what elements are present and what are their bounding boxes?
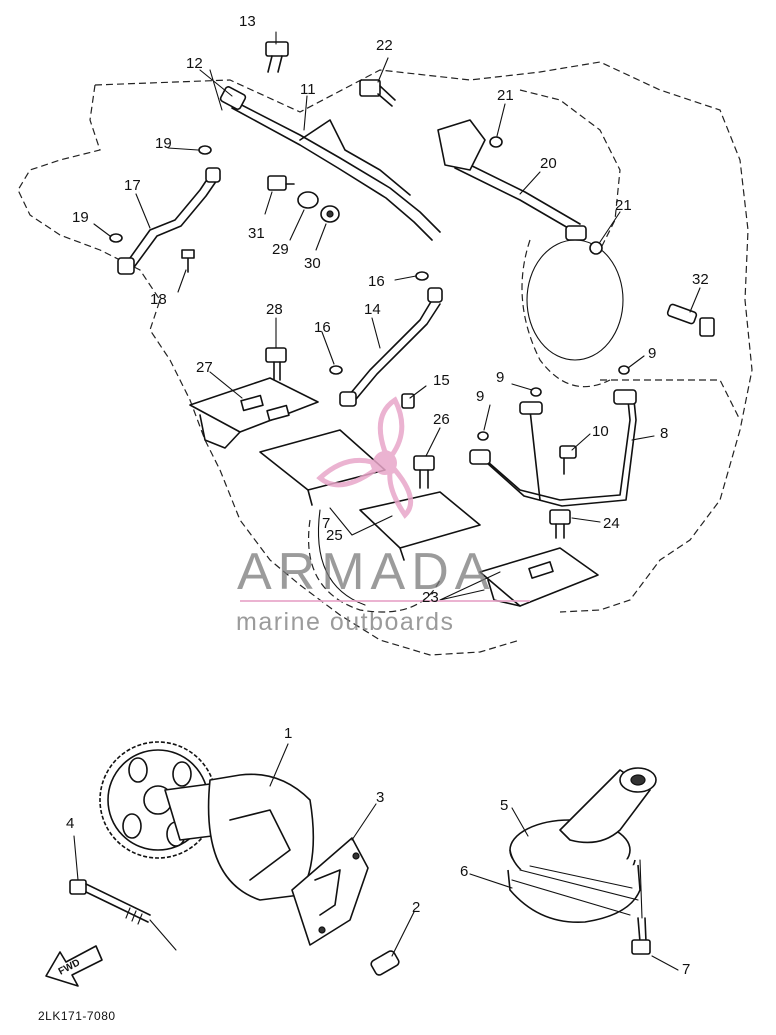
callout-9-a: 9 (648, 345, 657, 362)
dowel-pin-icon (370, 950, 400, 976)
callout-27: 27 (196, 359, 213, 376)
leader-lines (73, 31, 701, 971)
callout-15: 15 (433, 372, 450, 389)
callout-20: 20 (540, 155, 557, 172)
callout-31: 31 (248, 225, 265, 242)
callout-14: 14 (364, 301, 381, 318)
callout-28: 28 (266, 301, 283, 318)
bolt-22-icon (359, 79, 396, 107)
callout-19-a: 19 (155, 135, 172, 152)
oil-pipe-20-icon (437, 119, 587, 241)
callout-13: 13 (239, 13, 256, 30)
callout-29: 29 (272, 241, 289, 258)
callout-8: 8 (660, 425, 669, 442)
callout-22: 22 (376, 37, 393, 54)
callout-32: 32 (692, 271, 709, 288)
callout-6: 6 (460, 863, 469, 880)
callout-21-b: 21 (615, 197, 632, 214)
callout-1: 1 (284, 725, 293, 742)
callout-2: 2 (412, 899, 421, 916)
washer-29-30-31-icon (267, 175, 340, 223)
watermark-brand: ARMADA (237, 543, 496, 601)
callout-24: 24 (603, 515, 620, 532)
drawing-code: 2LK171-7080 (38, 1009, 116, 1023)
o-ring-icon (109, 136, 630, 441)
callout-26: 26 (433, 411, 450, 428)
callout-16-a: 16 (368, 273, 385, 290)
callout-16-b: 16 (314, 319, 331, 336)
callout-4: 4 (66, 815, 75, 832)
oil-pipe-17-icon (117, 167, 221, 275)
pump-cover-plate-icon (291, 837, 369, 946)
bolt-icons (181, 249, 715, 539)
brand-logo-icon (240, 396, 530, 602)
callout-21-a: 21 (497, 87, 514, 104)
baffle-plate-27-icon (189, 377, 319, 449)
baffle-plate-23-icon (479, 547, 599, 607)
fwd-arrow-icon (45, 945, 103, 987)
callout-5: 5 (500, 797, 509, 814)
callout-7-lower: 7 (682, 961, 691, 978)
bolt-13-icon (265, 41, 289, 73)
callout-3: 3 (376, 789, 385, 806)
callout-11: 11 (300, 81, 316, 98)
callout-17: 17 (124, 177, 141, 194)
callout-30: 30 (304, 255, 321, 272)
oil-pipe-14-icon (339, 287, 443, 407)
long-bolt-icon (69, 879, 151, 925)
watermark-tagline: marine outboards (236, 608, 455, 636)
callout-10: 10 (592, 423, 609, 440)
callout-18: 18 (150, 291, 167, 308)
callout-19-b: 19 (72, 209, 89, 226)
baffle-plate-25-icon (259, 429, 481, 561)
callout-25: 25 (326, 527, 343, 544)
strainer-bolt-icon (631, 917, 651, 955)
callout-7-upper: 7 (322, 515, 331, 532)
callout-23: 23 (422, 589, 439, 606)
callout-9-b: 9 (496, 369, 505, 386)
callout-9-c: 9 (476, 388, 485, 405)
oil-strainer-icon (507, 767, 657, 924)
oil-pipe-8-icon (469, 389, 637, 507)
oil-pump-icon (99, 741, 315, 901)
callout-12: 12 (186, 55, 203, 72)
